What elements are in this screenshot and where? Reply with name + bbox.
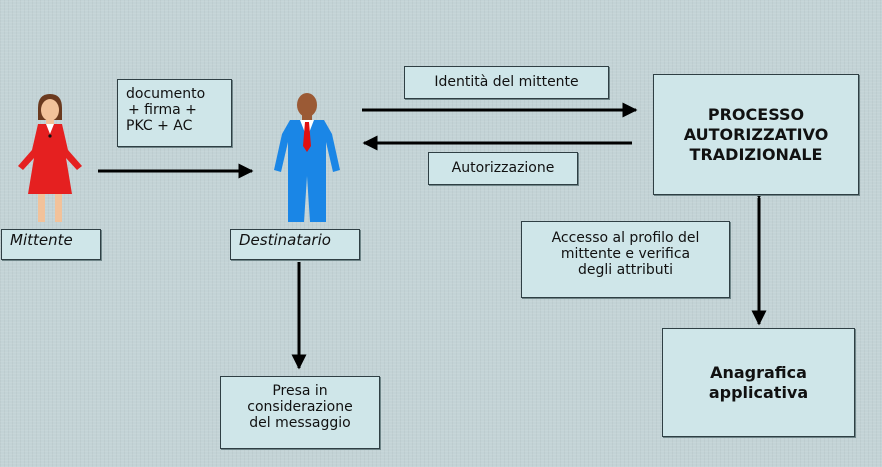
process-box: PROCESSO AUTORIZZATIVO TRADIZIONALE (653, 74, 859, 195)
payload-line: PKC + AC (126, 118, 193, 134)
registry-line: applicativa (708, 382, 809, 402)
sender-label-box: Mittente (1, 229, 101, 260)
access-box: Accesso al profilo del mittente e verifi… (521, 221, 730, 298)
access-line: mittente e verifica (560, 246, 691, 262)
consideration-line: del messaggio (249, 415, 351, 431)
sender-figure-icon (18, 94, 82, 222)
registry-line: Anagrafica (710, 362, 807, 382)
recipient-label: Destinatario (239, 231, 331, 249)
process-line: TRADIZIONALE (689, 144, 823, 164)
authorization-box: Autorizzazione (428, 152, 578, 185)
consideration-box: Presa in considerazione del messaggio (220, 376, 380, 449)
access-line: Accesso al profilo del (551, 230, 700, 246)
registry-box: Anagrafica applicativa (662, 328, 855, 437)
process-line: AUTORIZZATIVO (683, 124, 829, 144)
consideration-line: considerazione (247, 399, 353, 415)
payload-line: + firma + (128, 102, 197, 118)
consideration-line: Presa in (272, 383, 328, 399)
payload-line: documento (126, 86, 206, 102)
identity-label: Identità del mittente (434, 74, 579, 90)
sender-label: Mittente (10, 231, 73, 249)
process-line: PROCESSO (707, 104, 805, 124)
recipient-figure-icon (274, 93, 340, 222)
identity-box: Identità del mittente (404, 66, 609, 99)
recipient-label-box: Destinatario (230, 229, 360, 260)
payload-box: documento + firma + PKC + AC (117, 79, 232, 147)
authorization-label: Autorizzazione (451, 160, 555, 176)
access-line: degli attributi (578, 262, 673, 278)
